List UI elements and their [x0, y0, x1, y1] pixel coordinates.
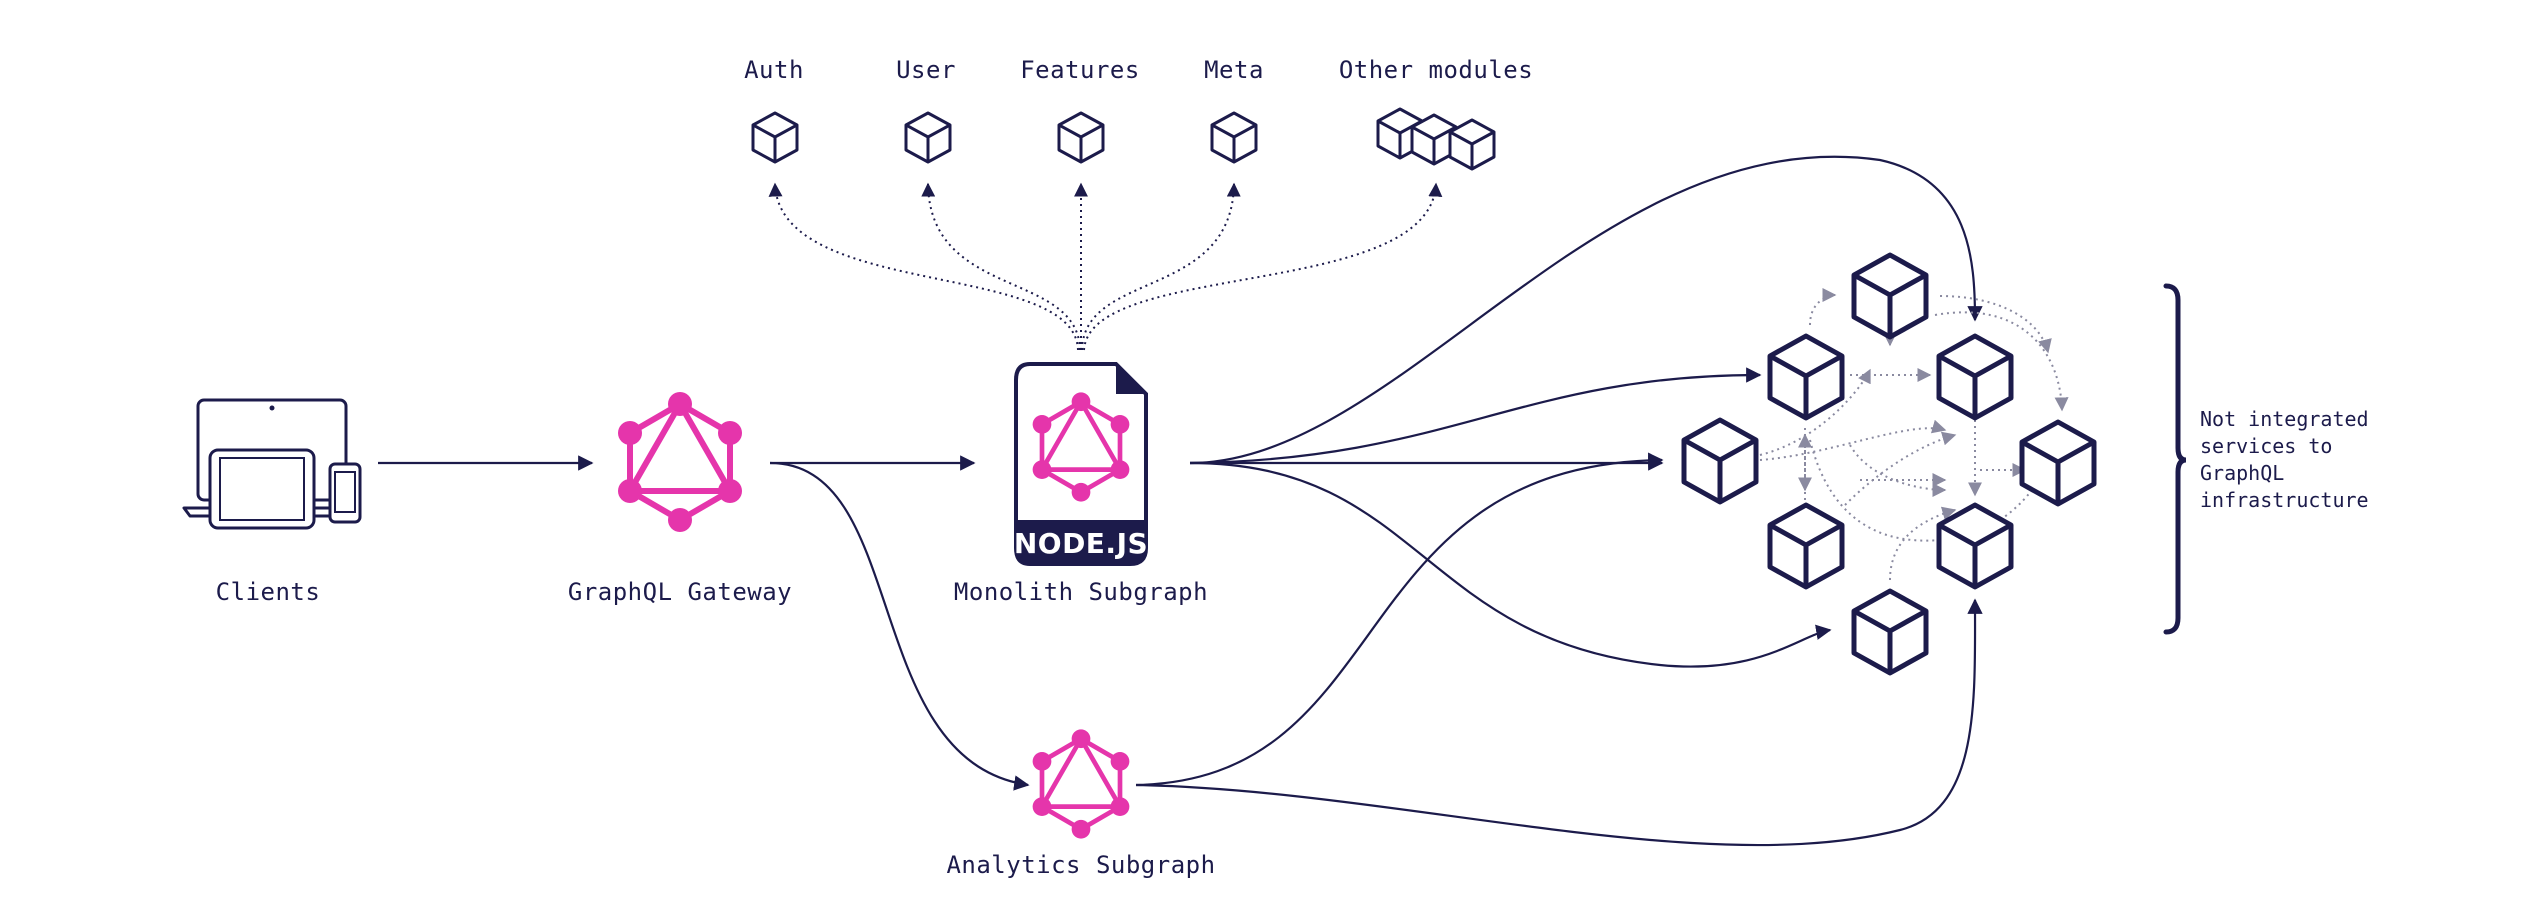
module-label-other: Other modules — [1339, 56, 1533, 84]
service-cube — [1770, 505, 1842, 587]
nodejs-file-icon: NODE.JS — [1014, 362, 1148, 566]
clients-label: Clients — [216, 578, 321, 606]
service-cube — [1939, 505, 2011, 587]
brace-icon — [2163, 283, 2187, 635]
cube-icon — [1057, 111, 1105, 164]
cube-icon — [751, 111, 799, 164]
analytics-subgraph-icon — [1033, 729, 1130, 838]
cube-icon — [1210, 111, 1258, 164]
main-flow-arrows — [378, 155, 1983, 847]
analytics-label: Analytics Subgraph — [946, 851, 1215, 879]
note-line-3: GraphQL — [2200, 461, 2284, 485]
module-label-features: Features — [1020, 56, 1140, 84]
graphql-gateway-icon — [618, 392, 742, 532]
service-cube — [1854, 255, 1926, 337]
gateway-label: GraphQL Gateway — [568, 578, 792, 606]
module-connectors — [768, 182, 1443, 351]
module-label-auth: Auth — [744, 56, 804, 84]
service-cube — [1854, 591, 1926, 673]
service-cube — [2022, 422, 2094, 504]
cubes-group-icon — [1376, 107, 1496, 171]
note-line-4: infrastructure — [2200, 488, 2369, 512]
note-line-1: Not integrated — [2200, 407, 2369, 431]
devices-icon — [182, 398, 362, 530]
service-cube — [1684, 420, 1756, 502]
service-cube — [1770, 336, 1842, 418]
module-label-meta: Meta — [1204, 56, 1264, 84]
monolith-label: Monolith Subgraph — [954, 578, 1208, 606]
cube-icon — [904, 111, 952, 164]
module-label-user: User — [896, 56, 956, 84]
service-cube — [1939, 336, 2011, 418]
nodejs-badge: NODE.JS — [1014, 527, 1148, 560]
note-line-2: services to — [2200, 434, 2332, 458]
